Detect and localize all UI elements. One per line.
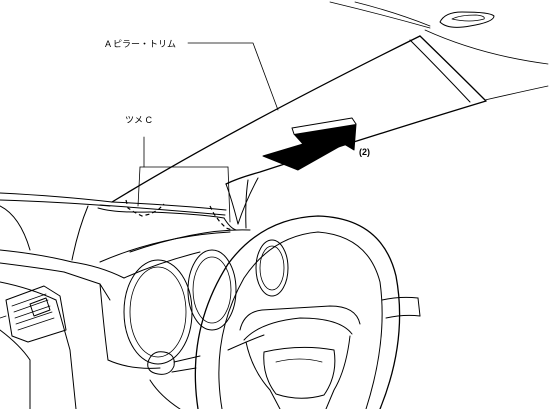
roof-headliner bbox=[329, 1, 549, 101]
dashboard bbox=[0, 177, 259, 409]
windshield-base bbox=[0, 192, 227, 216]
clip-dashed-outline bbox=[125, 199, 233, 231]
steering-wheel bbox=[147, 215, 421, 409]
step-2-label: (2) bbox=[359, 147, 370, 157]
instrument-cluster bbox=[99, 229, 289, 365]
clip-c-label: ツメ C bbox=[125, 115, 153, 125]
a-pillar-trim bbox=[111, 35, 487, 203]
removal-direction-arrow bbox=[262, 117, 357, 171]
a-pillar-trim-label: A ピラー・トリム bbox=[105, 39, 176, 49]
leader-lines bbox=[137, 42, 279, 223]
